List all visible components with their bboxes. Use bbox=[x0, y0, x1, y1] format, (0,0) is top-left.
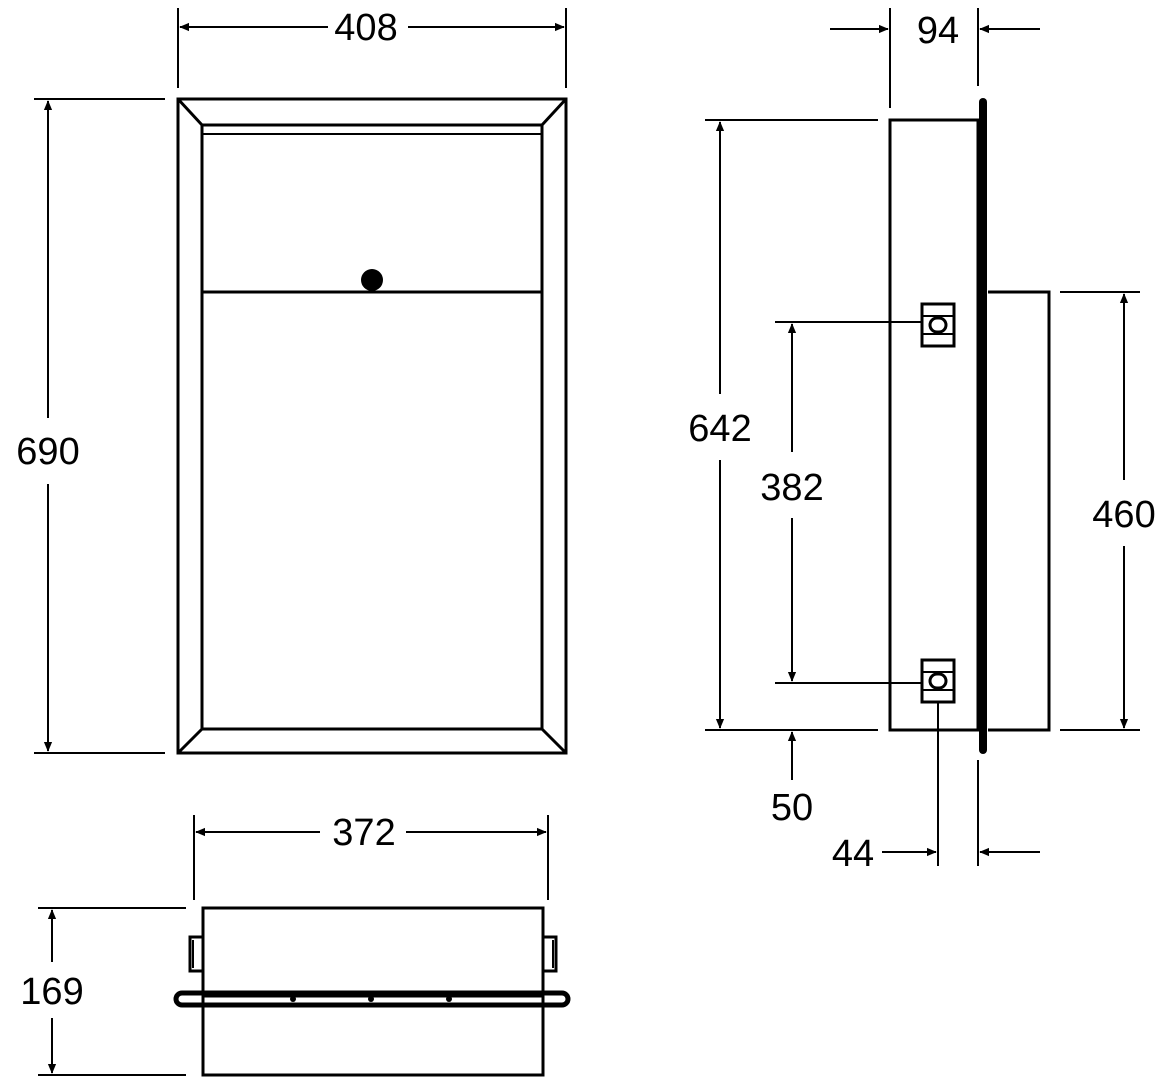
dimension-front-width: 408 bbox=[177, 7, 567, 88]
mounting-bracket-lower bbox=[920, 658, 956, 704]
dim-label-front-height: 690 bbox=[16, 431, 79, 473]
dim-label-front-width: 408 bbox=[334, 7, 397, 49]
dim-label-side-body-height: 642 bbox=[688, 408, 751, 450]
mounting-bracket-upper bbox=[920, 302, 956, 348]
dim-label-mount-spacing: 382 bbox=[760, 467, 823, 509]
dimension-side-body-height: 642 bbox=[688, 119, 878, 731]
dim-label-side-depth: 94 bbox=[917, 10, 959, 52]
dimension-side-depth: 94 bbox=[830, 8, 1040, 108]
dimension-mount-spacing: 382 bbox=[760, 321, 922, 684]
dimension-front-height: 690 bbox=[16, 98, 165, 754]
dimension-top-depth: 169 bbox=[20, 907, 186, 1076]
side-view bbox=[888, 98, 1051, 754]
front-view bbox=[176, 97, 568, 755]
dimension-top-width: 372 bbox=[193, 812, 549, 900]
dimension-mount-offset: 44 bbox=[832, 702, 1040, 875]
dim-label-top-depth: 169 bbox=[20, 971, 83, 1013]
lock-knob-icon bbox=[361, 269, 383, 291]
dim-label-mount-offset: 44 bbox=[832, 833, 874, 875]
dim-label-top-width: 372 bbox=[332, 812, 395, 854]
dimension-bottom-offset: 50 bbox=[771, 731, 813, 829]
dim-label-bin-height: 460 bbox=[1092, 494, 1155, 536]
top-view bbox=[173, 906, 571, 1077]
dim-label-bottom-offset: 50 bbox=[771, 787, 813, 829]
dimension-bin-height: 460 bbox=[1060, 291, 1156, 731]
